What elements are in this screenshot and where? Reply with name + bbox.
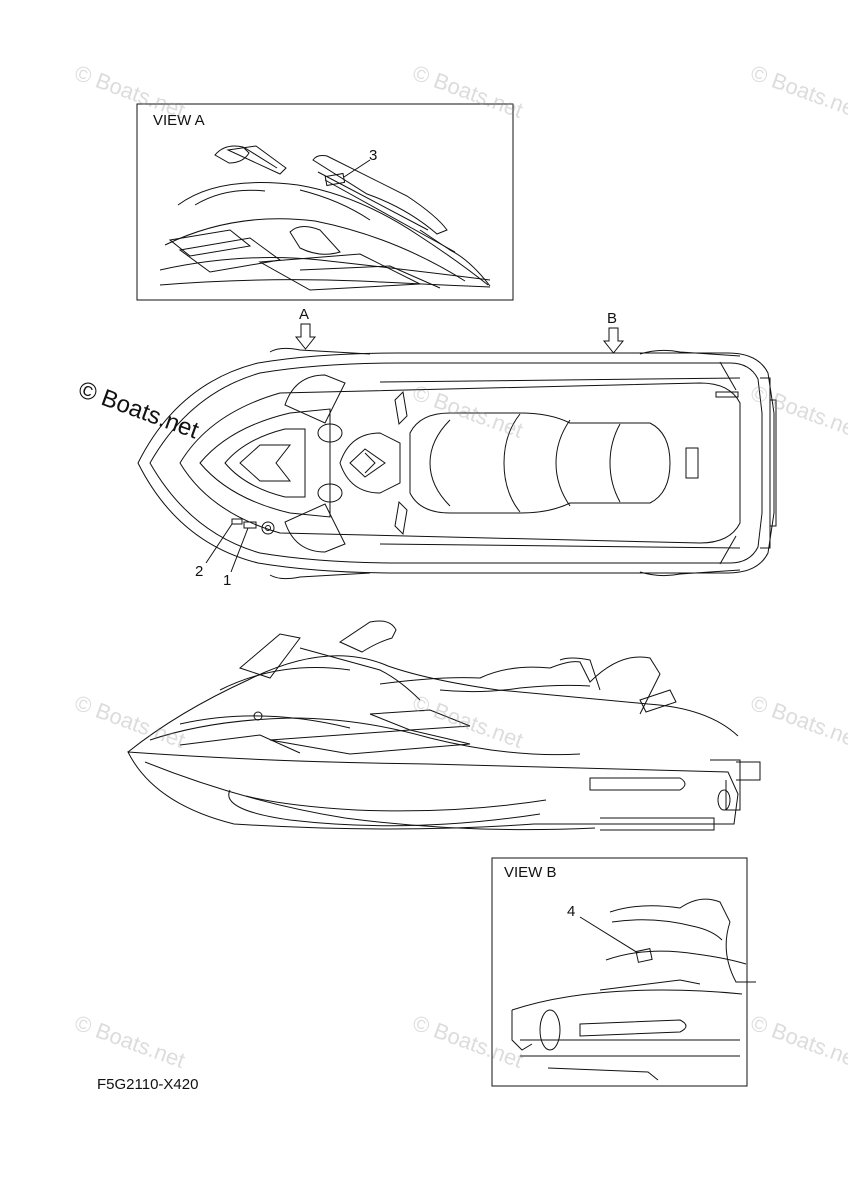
callout-2-leader: [205, 523, 233, 564]
callout-4: 4: [567, 903, 576, 920]
callout-1-leader: [230, 527, 249, 573]
view-a-watercraft-drawing: [159, 145, 491, 291]
label-3-sticker: [324, 172, 346, 187]
callout-3-leader: [343, 159, 371, 178]
arrow-a-icon: [294, 323, 317, 350]
view-b-title: VIEW B: [504, 864, 557, 881]
view-b-watercraft-drawing: [511, 898, 756, 1081]
callout-3: 3: [369, 147, 378, 164]
figure-code: F5G2110-X420: [97, 1076, 199, 1093]
arrow-b-icon: [602, 327, 625, 354]
arrow-a-label: A: [299, 306, 310, 323]
label-2-sticker: [231, 518, 243, 525]
callout-4-leader: [579, 916, 639, 954]
top-view-watercraft-drawing: [137, 347, 777, 580]
view-b-frame: [491, 857, 748, 1087]
label-1-sticker: [243, 521, 257, 529]
label-4-sticker: [635, 948, 653, 963]
view-a-title: VIEW A: [153, 112, 205, 129]
callout-1: 1: [223, 572, 232, 589]
side-view-watercraft-drawing: [127, 620, 761, 831]
arrow-b-label: B: [607, 310, 618, 327]
view-a-frame: [136, 103, 514, 301]
callout-2: 2: [195, 563, 204, 580]
